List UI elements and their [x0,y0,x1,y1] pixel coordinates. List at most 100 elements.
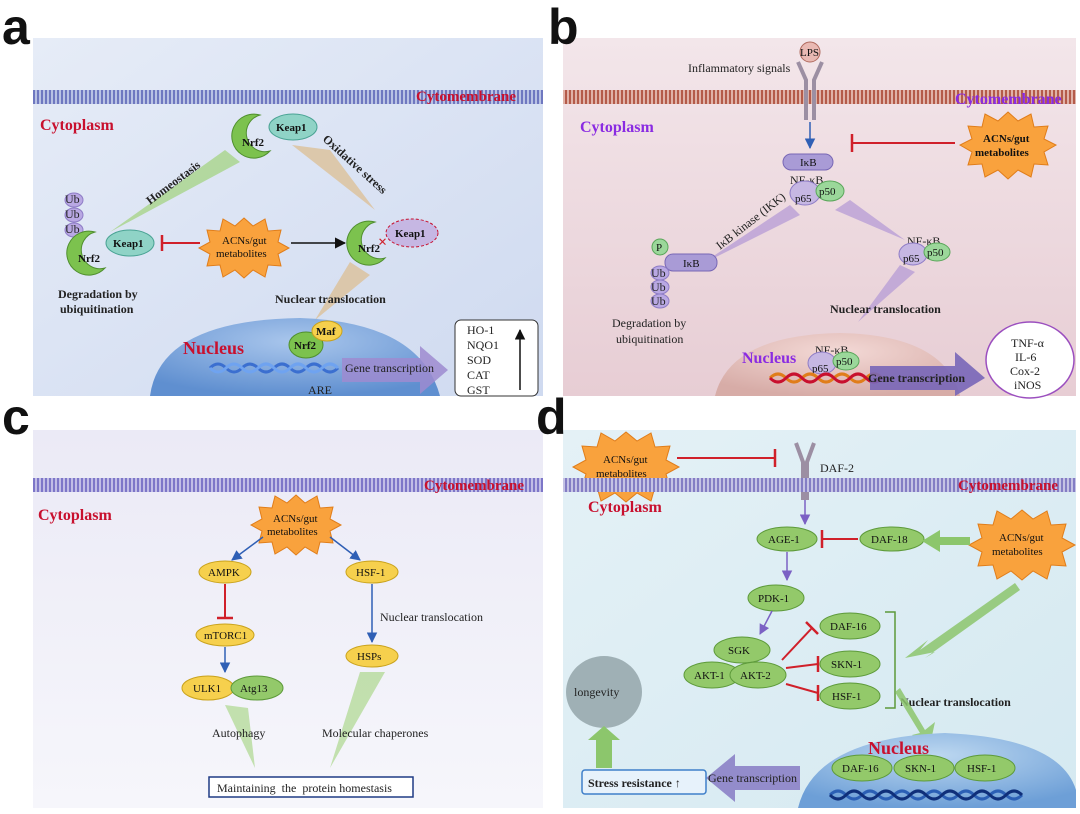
age1-label: AGE-1 [768,534,800,546]
gene-transcription-arrow-b [870,352,985,396]
gene-a-0: HO-1 [467,323,494,337]
release-wedge [835,200,905,240]
hsf1-c-node [345,560,399,584]
inhibit-bar-daf16 [805,621,819,635]
p65-nucleus-label: p65 [812,363,829,375]
age1-node [756,526,818,552]
p65-label: p65 [795,193,812,205]
skn1-cyto-node [819,650,881,678]
panel-a: a Cytomembrane Cytoplasm Homeostasis Oxi… [2,0,543,397]
bracket-d [885,611,896,709]
daf18-label: DAF-18 [871,534,908,546]
nrf2-keap1-left-complex: Nrf2 Keap1 [66,229,155,276]
p50-nucleus-label: p50 [836,356,853,368]
panel-c-letter: c [2,389,30,445]
ub-b-1: Ub [651,266,666,280]
mtorc1-label: mTORC1 [204,630,247,642]
acns-starburst-a: ACNs/gut metabolites [197,217,291,279]
ampk-label: AMPK [208,567,240,579]
keap1-right-label: Keap1 [395,228,426,240]
autophagy-wedge [225,705,255,768]
are-label: ARE [308,383,332,397]
arrow-to-hsf1-c [329,536,361,561]
acns-d-top-line2: metabolites [596,468,647,480]
pdk1-label: PDK-1 [758,593,789,605]
lps-receptor: LPS [796,41,824,120]
gene-transcription-b: Gene transcription [868,371,965,385]
ub-label-2: Ub [65,207,80,221]
acns-starburst-d-right: ACNs/gut metabolites [967,509,1077,581]
gene-a-2: SOD [467,353,491,367]
arrow-acns-to-daf18 [922,530,970,552]
nrf2-top-label: Nrf2 [242,137,264,149]
nrf2-nucleus-label: Nrf2 [294,340,316,352]
pdk1-node [747,584,805,612]
p50-free-label: p50 [927,247,944,259]
ub-label-3: Ub [65,222,80,236]
ub-chain-a: Ub Ub Ub [64,192,84,238]
maf-label: Maf [316,326,336,338]
ikb-label: IκB [800,157,817,169]
acns-c-line2: metabolites [267,526,318,538]
daf16-nuc-label: DAF-16 [842,763,879,775]
ulk1-label: ULK1 [193,683,221,695]
gene-a-3: CAT [467,368,490,382]
gene-transcription-arrow-a [342,346,448,394]
dissociation-x-icon: × [378,234,387,251]
arrow-to-longevity [588,726,620,768]
ikk-wedge [700,205,800,265]
dna-strand-a2 [208,362,340,374]
inhibit-line-daf16 [781,627,813,661]
lps-label: LPS [800,47,819,59]
daf16-nuc-node [831,754,893,782]
ub-b-2: Ub [651,280,666,294]
nuclear-wedge-b [858,265,915,322]
panel-d-cytoplasm-label: Cytoplasm [588,499,662,516]
p50-label: p50 [819,186,836,198]
stress-resistance-label: Stress resistance ↑ [588,776,681,790]
chaperones-label: Molecular chaperones [322,726,429,740]
panel-a-membrane [33,90,543,104]
akt2-node [729,661,787,689]
nrf2-right-label: Nrf2 [358,243,380,255]
acns-b-line1: ACNs/gut [983,133,1030,145]
nucleus-label-b: Nucleus [742,350,796,367]
hsf1-nuc-node [954,754,1016,782]
arrow-to-sgk [759,610,773,635]
skn1-nuc-label: SKN-1 [905,763,936,775]
nuclear-translocation-a: Nuclear translocation [275,292,386,306]
hsf1-cyto-node [819,682,881,710]
stress-resistance-box [581,769,707,795]
oxidative-wedge [292,145,375,210]
acns-starburst-c: ACNs/gut metabolites [249,494,343,556]
gene-b-3: iNOS [1014,378,1041,392]
sgk-label: SGK [728,645,750,657]
daf16-cyto-node [819,612,881,640]
sgk-node [713,636,771,664]
degradation-b1: Degradation by [612,316,686,330]
skn1-nuc-node [893,754,955,782]
panel-b-cytoplasm-label: Cytoplasm [580,119,654,136]
inflammatory-signals-label: Inflammatory signals [688,61,791,75]
panel-b: b Cytomembrane Cytoplasm LPS Inflammator… [548,0,1076,399]
acns-b-line2: metabolites [975,147,1029,159]
nuclear-translocation-d: Nuclear translocation [900,695,1011,709]
panel-d: d ACNs/gut metabolites DAF-2 Cytomembran… [536,389,1077,808]
mtorc1-node [195,623,255,647]
gene-list-circle-b [985,321,1075,399]
degradation-label-a1: Degradation by [58,287,138,301]
ikb-degraded-label: IκB [683,258,700,270]
longevity-node [566,656,642,728]
gene-b-2: Cox-2 [1010,364,1040,378]
acns-a-line2: metabolites [216,248,267,260]
panel-a-cytomembrane-label: Cytomembrane [416,89,516,105]
atg13-label: Atg13 [240,683,268,695]
nrf2-keap1-top-complex: Nrf2 Keap1 [231,113,318,159]
akt2-label: AKT-2 [740,670,771,682]
ub-b-3: Ub [651,294,666,308]
nucleus-label-a: Nucleus [183,338,244,358]
hsps-node [345,644,399,668]
nrf2-left-label: Nrf2 [78,253,100,265]
hsf1-nuc-label: HSF-1 [967,763,996,775]
